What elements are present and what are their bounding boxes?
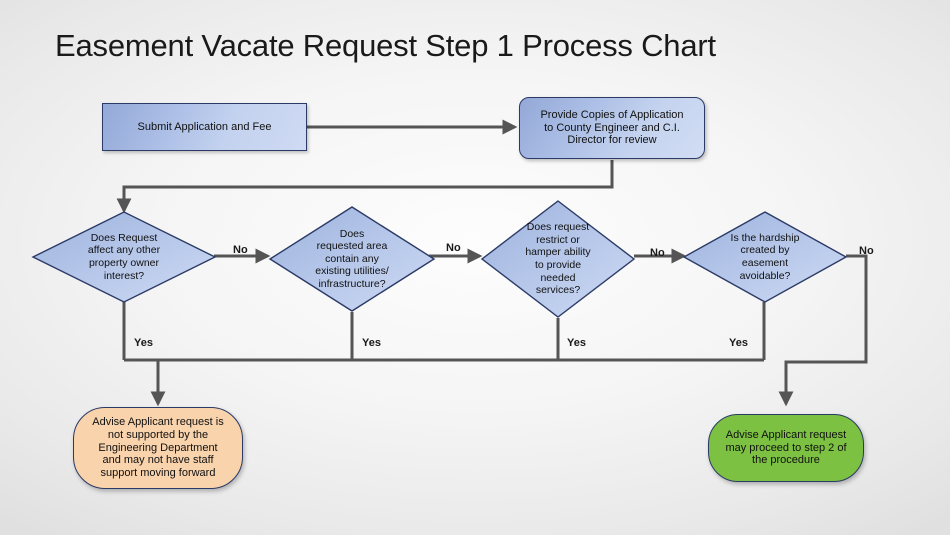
terminal-not-supported-label: Advise Applicant request is not supporte… (92, 416, 224, 480)
process-submit-application[interactable]: Submit Application and Fee (102, 103, 307, 151)
decision-hardship-avoidable[interactable]: Is the hardship created by easement avoi… (682, 211, 848, 303)
terminal-proceed-label: Advise Applicant request may proceed to … (725, 428, 847, 467)
edge-label-no-1: No (233, 244, 248, 256)
decision-property-owner-interest[interactable]: Does Request affect any other property o… (31, 211, 217, 303)
edge-label-no-3: No (650, 247, 665, 259)
edge-label-no-2: No (446, 242, 461, 254)
edge-label-yes-3: Yes (567, 337, 586, 349)
edge-label-no-4: No (859, 245, 874, 257)
terminal-proceed[interactable]: Advise Applicant request may proceed to … (708, 414, 864, 482)
decision-existing-utilities[interactable]: Does requested area contain any existing… (268, 206, 436, 312)
process-submit-application-label: Submit Application and Fee (137, 120, 272, 133)
edge-label-yes-1: Yes (134, 337, 153, 349)
decision-restrict-services[interactable]: Does request restrict or hamper ability … (480, 200, 636, 318)
edge-label-yes-4: Yes (729, 337, 748, 349)
page-title: Easement Vacate Request Step 1 Process C… (55, 28, 716, 63)
process-provide-copies-label: Provide Copies of Application to County … (540, 108, 684, 147)
process-provide-copies[interactable]: Provide Copies of Application to County … (519, 97, 705, 159)
terminal-not-supported[interactable]: Advise Applicant request is not supporte… (73, 407, 243, 489)
edge-label-yes-2: Yes (362, 337, 381, 349)
